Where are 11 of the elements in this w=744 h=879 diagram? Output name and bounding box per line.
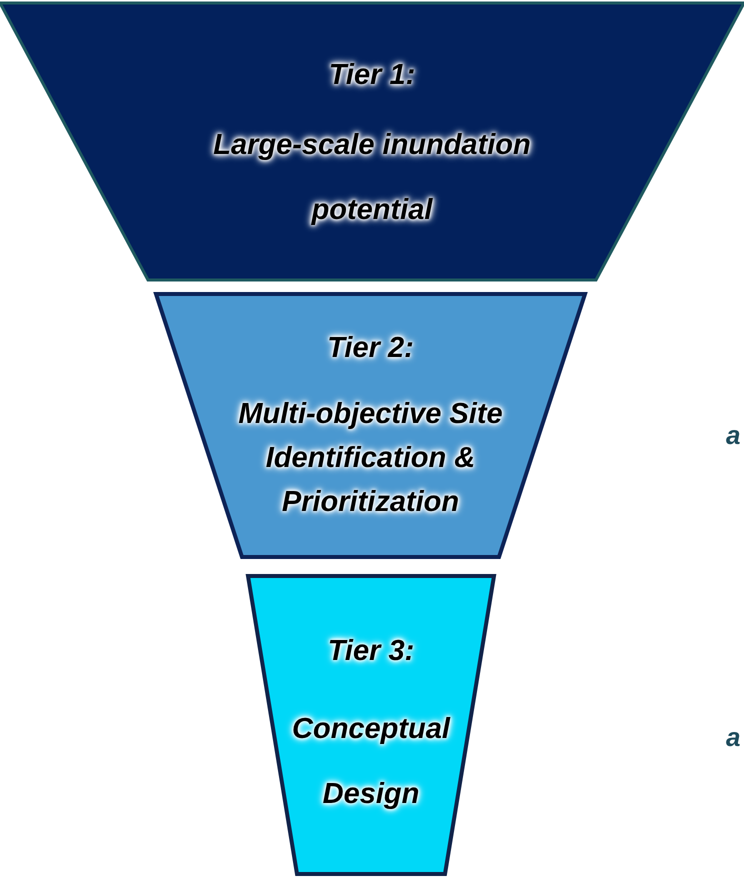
tier-heading: Tier 3: [326, 634, 416, 669]
cut-off-text: a [726, 420, 740, 451]
funnel-tier [156, 294, 585, 557]
tier-heading: Tier 2: [326, 331, 415, 366]
funnel-tier [0, 3, 744, 280]
tier-description: Conceptual Design [291, 712, 452, 812]
tier-description: Large-scale inundation potential [212, 128, 532, 228]
tier-description: Multi-objective Site Identification & Prioritization [237, 397, 504, 520]
cut-off-text: a [726, 722, 740, 753]
funnel-tier [248, 576, 494, 874]
tier-heading: Tier 1: [328, 58, 416, 93]
